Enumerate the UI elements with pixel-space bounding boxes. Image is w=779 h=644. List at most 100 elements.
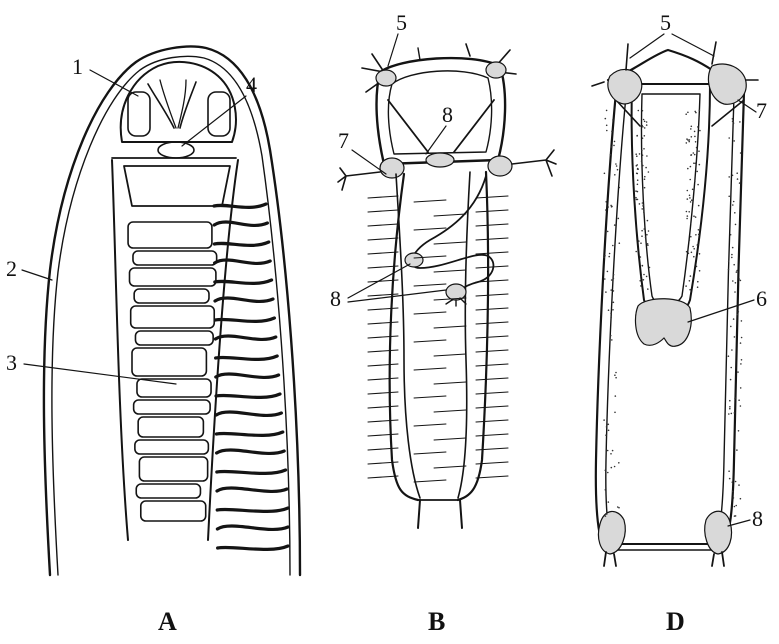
- stipple-dot: [735, 282, 737, 284]
- nerve-ring-inner: [388, 71, 491, 154]
- bristle-right: [476, 266, 508, 268]
- bristle-left: [368, 434, 398, 436]
- stipple-dot: [698, 150, 700, 152]
- hatch-mark: [414, 228, 446, 230]
- stipple-dot: [607, 231, 609, 233]
- stipple-dot: [642, 202, 644, 204]
- stipple-dot: [729, 400, 731, 402]
- stipple-dot: [641, 275, 643, 277]
- stipple-dot: [730, 367, 732, 369]
- panel-label-d: D: [666, 607, 685, 636]
- stipple-dot: [741, 359, 743, 361]
- stipple-dot: [728, 470, 730, 472]
- stipple-dot: [738, 311, 740, 313]
- stipple-dot: [740, 405, 742, 407]
- ganglion-top-right-d: [708, 64, 746, 104]
- stipple-dot: [732, 121, 734, 123]
- segment-box: [141, 501, 206, 521]
- hatch-mark: [434, 466, 466, 468]
- stipple-dot: [698, 229, 700, 231]
- bristle-right: [476, 378, 508, 380]
- segment-box: [134, 400, 211, 414]
- bristle-left: [368, 210, 398, 212]
- stipple-dot: [613, 274, 615, 276]
- stipple-dot: [607, 450, 609, 452]
- head-outline: [121, 62, 236, 142]
- stipple-dot: [732, 175, 734, 177]
- stipple-dot: [689, 239, 691, 241]
- stipple-dot: [689, 197, 691, 199]
- hatch-mark: [414, 284, 446, 286]
- stipple-dot: [640, 285, 642, 287]
- stipple-dot: [737, 178, 739, 180]
- bristle-left: [368, 364, 398, 366]
- stipple-dot: [607, 472, 609, 474]
- stipple-dot: [697, 126, 699, 128]
- stipple-dot: [635, 190, 637, 192]
- stipple-dot: [640, 256, 642, 258]
- stipple-dot: [641, 150, 643, 152]
- brain-ganglion: [158, 142, 194, 158]
- stipple-dot: [643, 279, 645, 281]
- stipple-dot: [696, 171, 698, 173]
- stipple-dot: [613, 278, 615, 280]
- stipple-dot: [731, 254, 733, 256]
- stipple-dot: [612, 245, 614, 247]
- stipple-dot: [647, 244, 649, 246]
- leader-3: [24, 364, 176, 384]
- stipple-dot: [608, 256, 610, 258]
- stipple-dot: [729, 406, 731, 408]
- bristle-right: [476, 252, 508, 254]
- bristle-right: [476, 448, 508, 450]
- stipple-dot: [638, 110, 640, 112]
- stipple-dot: [733, 264, 735, 266]
- stipple-dot: [686, 211, 688, 213]
- stipple-dot: [690, 166, 692, 168]
- stipple-dot: [734, 291, 736, 293]
- bristle-left: [368, 476, 398, 478]
- stipple-dot: [612, 450, 614, 452]
- leader-6: [688, 300, 754, 322]
- stipple-dot: [734, 412, 736, 414]
- bristle-left: [368, 308, 398, 310]
- trunk-left-edge: [112, 160, 128, 540]
- ring-cross-left: [388, 100, 428, 152]
- stipple-dot: [689, 179, 691, 181]
- stipple-dot: [740, 387, 742, 389]
- frame-right-inner: [716, 96, 734, 542]
- stipple-dot: [730, 326, 732, 328]
- hatch-mark: [414, 396, 446, 398]
- stipple-dot: [688, 211, 690, 213]
- stipple-dot: [647, 243, 649, 245]
- stipple-dot: [611, 206, 613, 208]
- stipple-dot: [694, 131, 696, 133]
- hatch-mark: [414, 200, 446, 202]
- stipple-dot: [643, 211, 645, 213]
- stipple-dot: [645, 167, 647, 169]
- stipple-dot: [614, 224, 616, 226]
- label-8-d: 8: [752, 506, 763, 531]
- stipple-dot: [691, 126, 693, 128]
- stipple-dot: [645, 237, 647, 239]
- muscle-band: [215, 336, 275, 339]
- stipple-dot: [733, 140, 735, 142]
- ganglion-center: [426, 153, 454, 167]
- stipple-dot: [735, 505, 737, 507]
- stipple-dot: [687, 198, 689, 200]
- segment-box: [128, 222, 212, 248]
- muscle-band: [216, 394, 280, 397]
- muscle-band: [217, 526, 288, 529]
- tail-feet: [604, 552, 724, 566]
- stipple-dot: [640, 242, 642, 244]
- stipple-dot: [636, 199, 638, 201]
- stipple-dot: [641, 235, 643, 237]
- stipple-dot: [692, 189, 694, 191]
- ganglion-mid-left: [380, 158, 404, 178]
- panel-d-nervous-frame: [592, 42, 758, 566]
- muscle-band: [218, 546, 288, 549]
- stipple-dot: [615, 163, 617, 165]
- stipple-dot: [611, 339, 613, 341]
- stipple-dot: [728, 196, 730, 198]
- segment-box: [139, 457, 207, 481]
- stipple-dot: [739, 121, 741, 123]
